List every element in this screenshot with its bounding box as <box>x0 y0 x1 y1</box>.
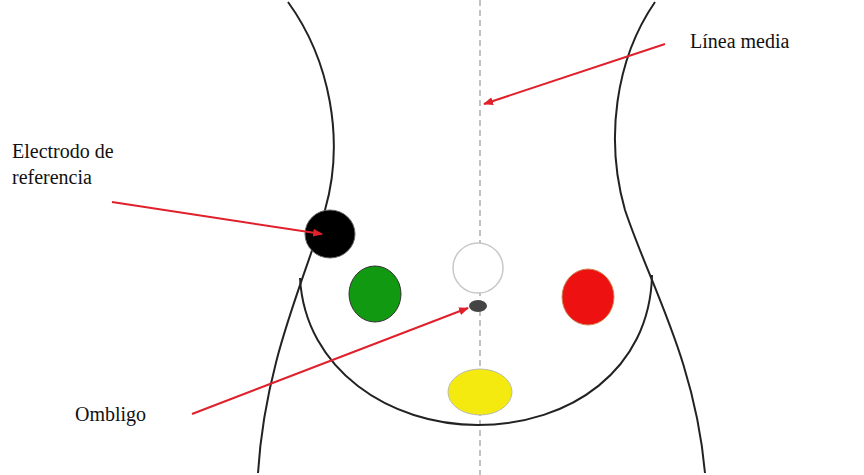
annotation-label: Ombligo <box>75 401 185 427</box>
annotation-label: Línea media <box>690 28 860 54</box>
leader-line <box>192 308 468 414</box>
white-electrode <box>453 243 503 293</box>
annotation-label: Electrodo de referencia <box>12 138 177 190</box>
leader-line <box>484 44 665 104</box>
green-electrode <box>349 266 401 322</box>
yellow-electrode <box>448 369 512 415</box>
red-electrode <box>562 269 614 325</box>
leader-line <box>112 202 322 234</box>
reference-electrode <box>305 210 355 258</box>
navel <box>469 300 487 312</box>
body-outline-right <box>615 2 705 473</box>
